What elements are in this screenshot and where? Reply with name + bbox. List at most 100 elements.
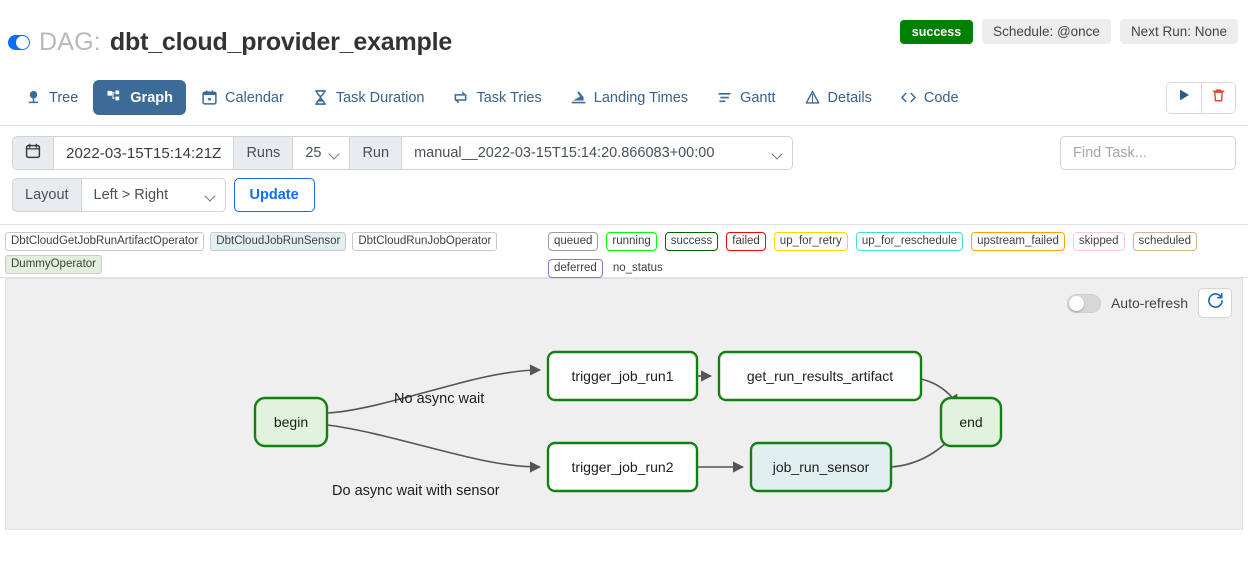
- edge-begin-to-trigger-job-run1: [326, 364, 542, 414]
- run-label: Run: [349, 136, 403, 170]
- dag-graph-svg: begin trigger_job_run1 get_run_results_a…: [253, 350, 1003, 499]
- date-picker-button[interactable]: [12, 136, 54, 170]
- state-legend: queued running success failed up_for_ret…: [548, 232, 1244, 278]
- node-label: trigger_job_run2: [572, 459, 674, 475]
- legend-state-skipped: skipped: [1072, 232, 1125, 251]
- auto-refresh-toggle[interactable]: [1066, 293, 1101, 313]
- retry-icon: [452, 89, 469, 106]
- base-date-input[interactable]: 2022-03-15T15:14:21Z: [53, 136, 235, 170]
- filter-row-secondary: Layout Left > Right Update: [12, 178, 1236, 212]
- graph-controls: Auto-refresh: [1066, 288, 1232, 318]
- edge-begin-to-trigger-job-run2: [326, 424, 542, 473]
- legend-operator-chip: DbtCloudRunJobOperator: [352, 232, 498, 251]
- page-header: DAG: dbt_cloud_provider_example success …: [0, 0, 1248, 70]
- dag-title: DAG: dbt_cloud_provider_example: [8, 28, 452, 57]
- graph-icon: [106, 89, 123, 106]
- layout-group: Layout Left > Right: [12, 178, 226, 212]
- legend-state-failed: failed: [726, 232, 766, 251]
- legend-state-running: running: [606, 232, 657, 251]
- calendar-icon: [201, 89, 218, 106]
- graph-edges: [326, 364, 959, 473]
- date-runs-group: 2022-03-15T15:14:21Z Runs 25 Run manual_…: [12, 136, 794, 170]
- landing-icon: [570, 89, 587, 106]
- edge-label-no-async-wait: No async wait: [394, 391, 484, 407]
- auto-refresh-label: Auto-refresh: [1110, 295, 1188, 311]
- node-label: begin: [274, 414, 308, 430]
- view-tabs: Tree Graph Calendar Task Duration Task T…: [12, 80, 972, 115]
- layout-label: Layout: [12, 178, 82, 212]
- next-run-badge: Next Run: None: [1119, 19, 1238, 44]
- dag-filter-bar: 2022-03-15T15:14:21Z Runs 25 Run manual_…: [0, 126, 1248, 225]
- gantt-icon: [716, 89, 733, 106]
- legend-state-no-status: no_status: [612, 262, 663, 274]
- graph-nodes: begin trigger_job_run1 get_run_results_a…: [253, 350, 1003, 493]
- node-label: job_run_sensor: [772, 459, 870, 475]
- dag-pause-toggle[interactable]: [8, 35, 30, 50]
- node-end[interactable]: end: [939, 396, 1003, 448]
- status-badge: success: [899, 19, 974, 44]
- delete-dag-button[interactable]: [1201, 82, 1235, 113]
- filter-row-primary: 2022-03-15T15:14:21Z Runs 25 Run manual_…: [12, 136, 1236, 170]
- legend-state-upstream-failed: upstream_failed: [971, 232, 1065, 251]
- dag-label: DAG:: [39, 28, 101, 56]
- triangle-alert-icon: [804, 89, 821, 106]
- trash-icon: [1211, 88, 1226, 108]
- hourglass-icon: [312, 89, 329, 106]
- tab-label: Gantt: [740, 89, 776, 106]
- dag-name: dbt_cloud_provider_example: [109, 28, 453, 56]
- legend-state-queued: queued: [548, 232, 599, 251]
- update-button[interactable]: Update: [233, 178, 315, 212]
- schedule-badge: Schedule: @once: [982, 19, 1111, 44]
- node-begin[interactable]: begin: [253, 396, 329, 448]
- tab-landing-times[interactable]: Landing Times: [557, 80, 701, 115]
- tab-label: Task Duration: [335, 89, 425, 106]
- tab-label: Details: [827, 89, 872, 106]
- tab-task-duration[interactable]: Task Duration: [299, 80, 438, 115]
- tab-details[interactable]: Details: [791, 80, 885, 115]
- node-trigger-job-run1[interactable]: trigger_job_run1: [546, 350, 699, 402]
- graph-legend: DbtCloudGetJobRunArtifactOperator DbtClo…: [0, 225, 1248, 278]
- tab-gantt[interactable]: Gantt: [703, 80, 788, 115]
- operator-legend: DbtCloudGetJobRunArtifactOperator DbtClo…: [5, 232, 535, 274]
- find-task-input[interactable]: Find Task...: [1060, 136, 1236, 170]
- tree-icon: [25, 89, 42, 106]
- refresh-icon: [1207, 292, 1224, 314]
- node-get-run-results-artifact[interactable]: get_run_results_artifact: [717, 350, 923, 402]
- code-icon: [900, 89, 917, 106]
- legend-state-success: success: [664, 232, 719, 251]
- tab-graph[interactable]: Graph: [93, 80, 186, 115]
- node-label: get_run_results_artifact: [747, 368, 893, 384]
- tab-label: Code: [923, 89, 959, 106]
- header-badges: success Schedule: @once Next Run: None: [899, 19, 1238, 44]
- tab-label: Landing Times: [593, 89, 689, 106]
- tab-task-tries[interactable]: Task Tries: [439, 80, 554, 115]
- legend-state-up-for-retry: up_for_retry: [773, 232, 848, 251]
- tab-tree[interactable]: Tree: [12, 80, 91, 115]
- trigger-dag-button[interactable]: [1167, 82, 1201, 113]
- legend-state-up-for-reschedule: up_for_reschedule: [855, 232, 964, 251]
- node-trigger-job-run2[interactable]: trigger_job_run2: [546, 441, 699, 493]
- runs-label: Runs: [233, 136, 294, 170]
- legend-operator-chip: DbtCloudGetJobRunArtifactOperator: [5, 232, 205, 251]
- tab-label: Graph: [130, 89, 173, 106]
- dag-action-buttons: [1166, 81, 1236, 114]
- num-runs-select[interactable]: 25: [292, 136, 351, 170]
- legend-state-deferred: deferred: [548, 259, 603, 278]
- node-label: trigger_job_run1: [572, 368, 674, 384]
- dag-run-select[interactable]: manual__2022-03-15T15:14:20.866083+00:00: [401, 136, 794, 170]
- edge-label-do-async-wait: Do async wait with sensor: [332, 483, 500, 499]
- tab-label: Task Tries: [476, 89, 542, 106]
- tab-label: Tree: [49, 89, 79, 106]
- node-job-run-sensor[interactable]: job_run_sensor: [749, 441, 893, 493]
- tab-code[interactable]: Code: [887, 80, 972, 115]
- layout-select[interactable]: Left > Right: [80, 178, 226, 212]
- view-tabbar: Tree Graph Calendar Task Duration Task T…: [0, 70, 1248, 126]
- tab-calendar[interactable]: Calendar: [188, 80, 297, 115]
- play-icon: [1177, 88, 1191, 107]
- legend-operator-chip: DummyOperator: [5, 255, 102, 274]
- refresh-button[interactable]: [1198, 288, 1232, 318]
- node-label: end: [959, 414, 982, 430]
- calendar-icon: [25, 143, 41, 163]
- dag-graph-canvas[interactable]: Auto-refresh: [5, 278, 1243, 530]
